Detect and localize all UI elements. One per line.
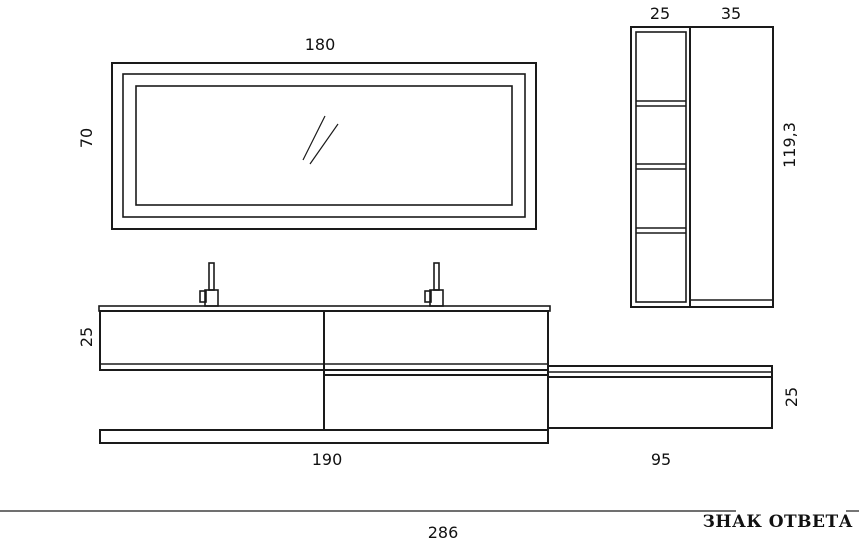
vanity-height-label: 25 (77, 327, 96, 347)
extension-unit (547, 365, 773, 429)
total-width-label: 286 (428, 523, 459, 542)
mirror-height-label: 70 (77, 128, 96, 148)
vanity-width-label: 190 (312, 450, 343, 469)
mirror-width-label: 180 (305, 35, 336, 54)
cabinet-right-width-label: 35 (721, 4, 741, 23)
brand-watermark: ЗНАК ОТВЕТА (702, 512, 853, 532)
faucet-left (199, 262, 219, 307)
extension-width-label: 95 (651, 450, 671, 469)
cabinet-left-width-label: 25 (650, 4, 670, 23)
mirror (111, 62, 537, 230)
base-height-label: 25 (782, 387, 801, 407)
vanity-unit (98, 305, 551, 444)
faucet-right (424, 262, 444, 307)
mirror-reflection-mark (302, 115, 326, 161)
cabinet-height-label: 119,3 (780, 122, 799, 168)
tall-cabinet (630, 26, 774, 308)
